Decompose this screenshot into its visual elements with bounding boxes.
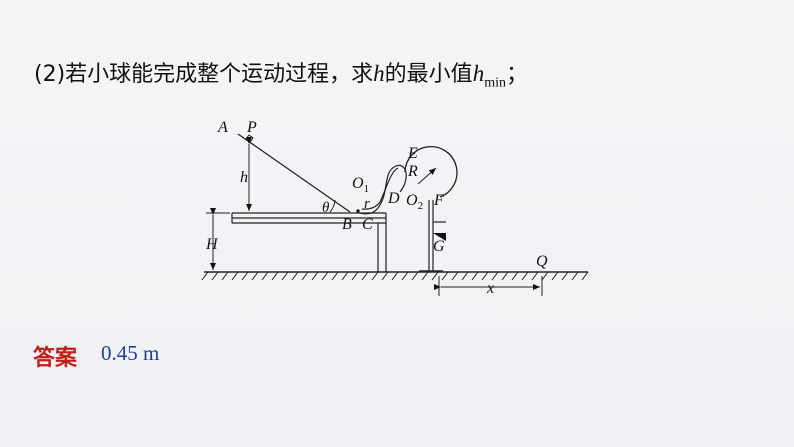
label-F: F: [433, 192, 444, 209]
dimension-H: [206, 208, 230, 270]
question-suffix: ；: [505, 62, 528, 87]
dimension-x: [434, 276, 543, 296]
label-O2: O2: [406, 192, 423, 212]
question-prefix: (2)若小球能完成整个运动过程，求: [34, 62, 374, 87]
label-A: A: [217, 119, 228, 136]
label-x: x: [486, 280, 494, 297]
label-E: E: [407, 145, 418, 162]
label-r: r: [364, 196, 370, 212]
label-O1: O1: [352, 175, 369, 195]
answer-label: 答案: [33, 346, 78, 371]
circular-track: [359, 146, 458, 215]
label-h: h: [240, 169, 248, 186]
answer-value: 0.45 m: [101, 341, 160, 365]
var-h: h: [373, 61, 385, 86]
label-B: B: [342, 216, 352, 233]
label-Q: Q: [536, 253, 548, 270]
question-text: (2)若小球能完成整个运动过程，求h的最小值hmin；: [34, 56, 528, 91]
label-C: C: [362, 216, 373, 233]
label-P: P: [246, 119, 257, 136]
center-O1: [356, 209, 360, 213]
label-G: G: [433, 238, 445, 255]
var-hmin: h: [472, 61, 485, 86]
incline: [237, 133, 351, 213]
sub-min: min: [484, 75, 506, 91]
label-R: R: [407, 163, 418, 180]
label-H: H: [205, 236, 219, 253]
physics-diagram: A P h θ B C H O1 r D E R O2 F G Q x: [200, 112, 600, 297]
bracket-G: [433, 233, 446, 241]
label-D: D: [387, 190, 400, 207]
ground: [201, 271, 589, 281]
post-F: [419, 200, 446, 272]
question-middle: 的最小值: [384, 62, 473, 87]
label-theta: θ: [322, 200, 330, 216]
